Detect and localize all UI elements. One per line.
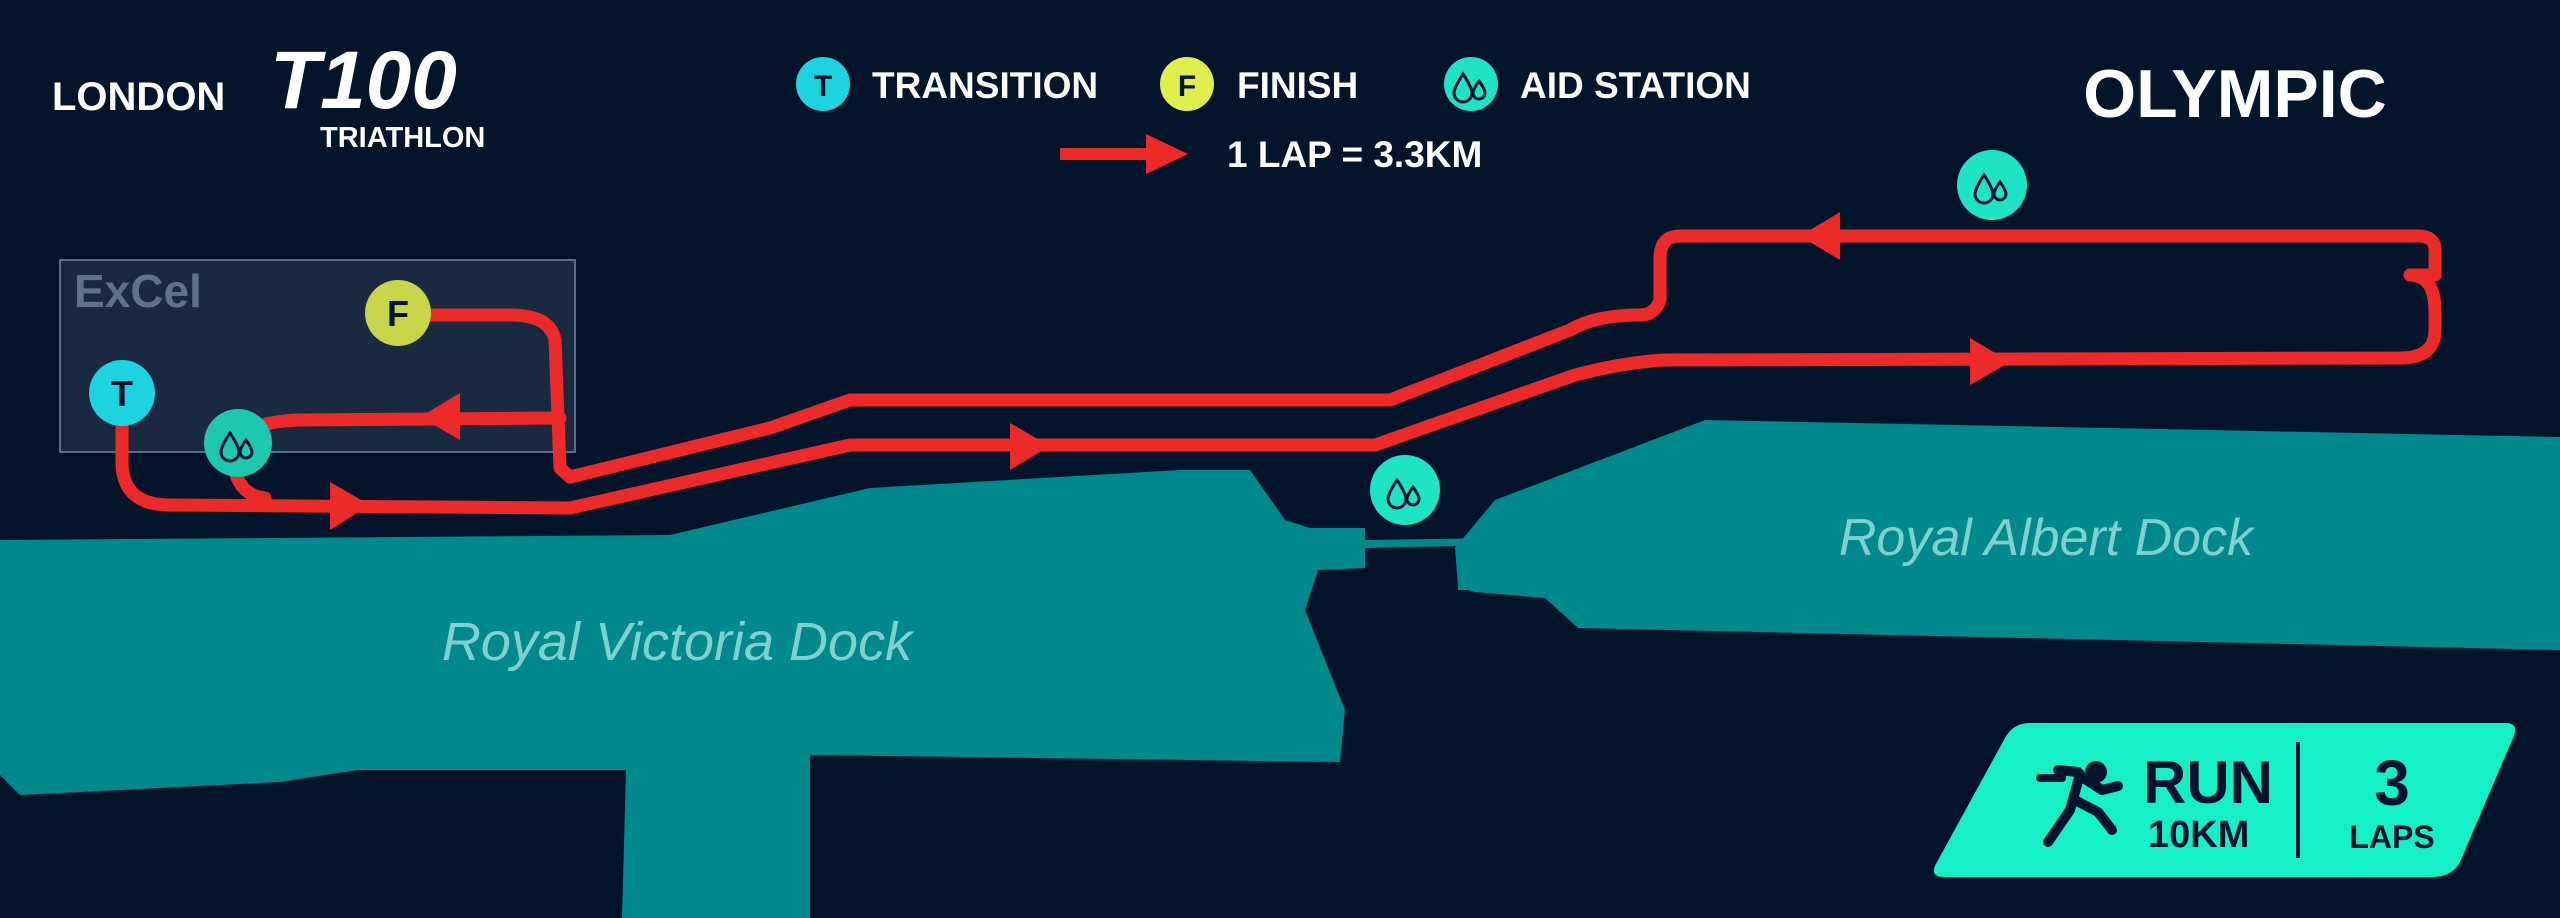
badge-discipline: RUN [2143, 749, 2273, 816]
direction-arrow-icon [1800, 212, 1840, 260]
runner-icon [2036, 761, 2123, 847]
direction-arrow-icon [330, 482, 370, 530]
royal-victoria-dock-water [0, 470, 1365, 918]
excel-label: ExCel [74, 265, 202, 317]
aid-station-marker [204, 409, 272, 477]
water [0, 420, 2560, 918]
direction-arrow-icon [420, 393, 460, 440]
legend-lap-label: 1 LAP = 3.3KM [1227, 134, 1482, 175]
legend-finish: F FINISH [1160, 57, 1358, 111]
dock-bridge-water [1365, 538, 1500, 590]
legend-transition-label: TRANSITION [872, 65, 1098, 106]
brand-city: LONDON [52, 75, 225, 119]
legend: T TRANSITION F FINISH AID STATION 1 LAP … [796, 57, 1751, 175]
legend-lap: 1 LAP = 3.3KM [1060, 134, 1482, 175]
svg-text:T: T [814, 70, 832, 103]
svg-text:T: T [111, 373, 133, 414]
legend-transition: T TRANSITION [796, 57, 1098, 111]
badge-laps-count: 3 [2374, 747, 2410, 819]
direction-arrow-icon [1010, 423, 1050, 470]
svg-text:F: F [387, 293, 409, 334]
royal-albert-dock-label: Royal Albert Dock [1839, 509, 2256, 567]
royal-albert-dock-water [1455, 420, 2560, 650]
route-arrows [330, 212, 2010, 530]
transition-marker: T [89, 360, 155, 426]
run-badge: RUN 10KM 3 LAPS [1933, 723, 2516, 877]
aid-station-marker [1957, 150, 2027, 220]
direction-arrow-icon [1146, 134, 1188, 174]
brand-sport: TRIATHLON [320, 122, 485, 154]
brand-series: T100 [270, 35, 457, 126]
aid-station-marker [1370, 455, 1440, 525]
badge-distance: 10KM [2148, 814, 2249, 856]
legend-aid-station-label: AID STATION [1520, 65, 1751, 106]
legend-finish-label: FINISH [1237, 65, 1358, 106]
route-start-to-loop [115, 229, 2442, 515]
direction-arrow-icon [1970, 338, 2010, 385]
legend-aid-station: AID STATION [1444, 57, 1751, 111]
badge-divider [2296, 742, 2300, 858]
svg-text:F: F [1178, 70, 1196, 103]
badge-laps-label: LAPS [2349, 819, 2434, 855]
finish-marker: F [365, 280, 431, 346]
royal-victoria-dock-label: Royal Victoria Dock [442, 612, 915, 672]
distance-title: OLYMPIC [2083, 56, 2387, 132]
